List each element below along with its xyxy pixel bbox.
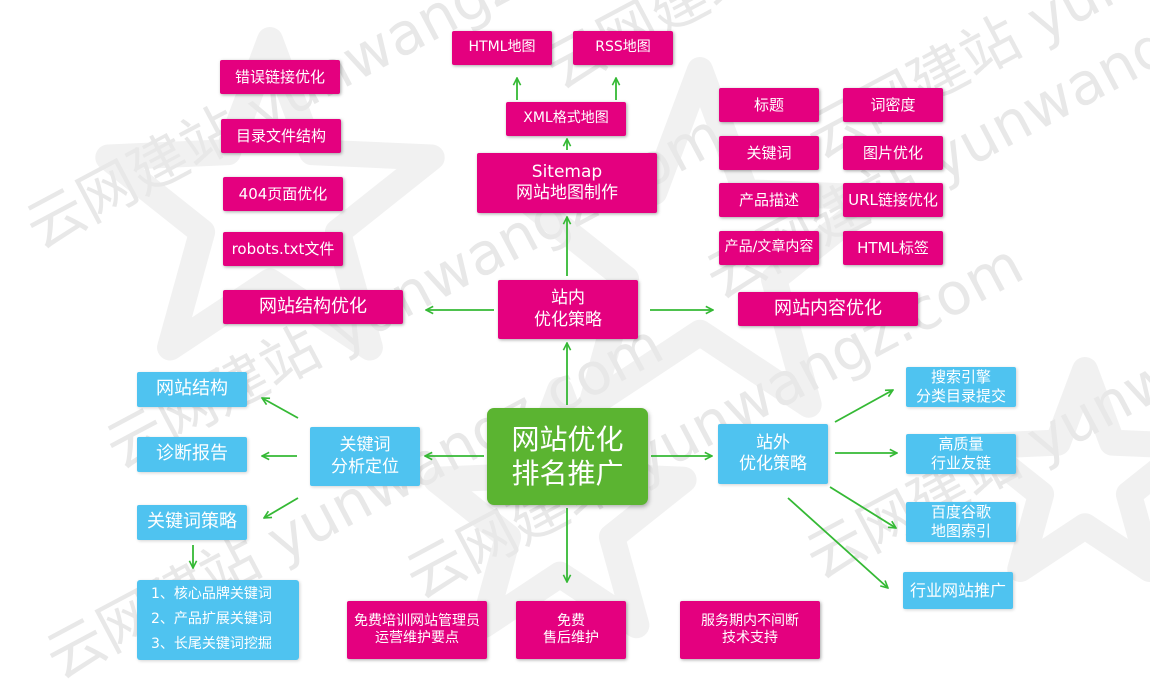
offsite-strategy-node: 站外 优化策略	[718, 424, 828, 484]
connector-arrow	[787, 497, 888, 588]
content-optimization-node: 网站内容优化	[738, 292, 918, 326]
tech-support-node: 服务期内不间断 技术支持	[680, 601, 820, 659]
keyword-density-node: 词密度	[843, 88, 943, 122]
after-sales-node: 免费 售后维护	[516, 601, 626, 659]
center-node: 网站优化 排名推广	[487, 408, 648, 505]
site-structure-node: 网站结构	[137, 372, 247, 407]
xml-sitemap-node: XML格式地图	[506, 102, 626, 136]
map-index-node: 百度谷歌 地图索引	[906, 502, 1016, 542]
sitemap-node: Sitemap 网站地图制作	[477, 153, 657, 213]
directory-structure-node: 目录文件结构	[221, 119, 341, 153]
keyword-list-item: 3、长尾关键词挖掘	[151, 636, 272, 652]
keyword-strategy-node: 关键词策略	[137, 505, 247, 540]
connector-arrow	[834, 390, 893, 423]
article-content-node: 产品/文章内容	[719, 231, 819, 265]
watermark-star	[423, 377, 697, 639]
product-description-node: 产品描述	[719, 183, 819, 217]
connector-arrow	[829, 486, 896, 528]
watermark-star	[95, 27, 445, 361]
keyword-list: 1、核心品牌关键词 2、产品扩展关键词 3、长尾关键词挖掘	[137, 580, 299, 660]
structure-optimization-node: 网站结构优化	[223, 290, 403, 324]
content-keyword-node: 关键词	[719, 136, 819, 170]
url-optimization-node: URL链接优化	[843, 183, 943, 217]
page-404-node: 404页面优化	[223, 177, 343, 211]
content-title-node: 标题	[719, 88, 819, 122]
rss-sitemap-node: RSS地图	[573, 31, 673, 65]
industry-links-node: 高质量 行业友链	[906, 434, 1016, 474]
connector-arrow	[262, 398, 299, 419]
industry-promotion-node: 行业网站推广	[903, 572, 1013, 609]
robots-txt-node: robots.txt文件	[223, 232, 343, 266]
directory-submission-node: 搜索引擎 分类目录提交	[906, 367, 1016, 407]
html-tag-node: HTML标签	[843, 231, 943, 265]
keyword-analysis-node: 关键词 分析定位	[310, 427, 420, 486]
error-link-node: 错误链接优化	[220, 60, 340, 94]
image-optimization-node: 图片优化	[843, 136, 943, 170]
connector-arrow	[264, 497, 299, 518]
training-service-node: 免费培训网站管理员 运营维护要点	[347, 601, 487, 659]
onsite-strategy-node: 站内 优化策略	[498, 280, 638, 339]
diagnosis-report-node: 诊断报告	[137, 437, 247, 472]
keyword-list-item: 1、核心品牌关键词	[151, 586, 272, 602]
keyword-list-item: 2、产品扩展关键词	[151, 611, 272, 627]
html-sitemap-node: HTML地图	[452, 31, 552, 65]
